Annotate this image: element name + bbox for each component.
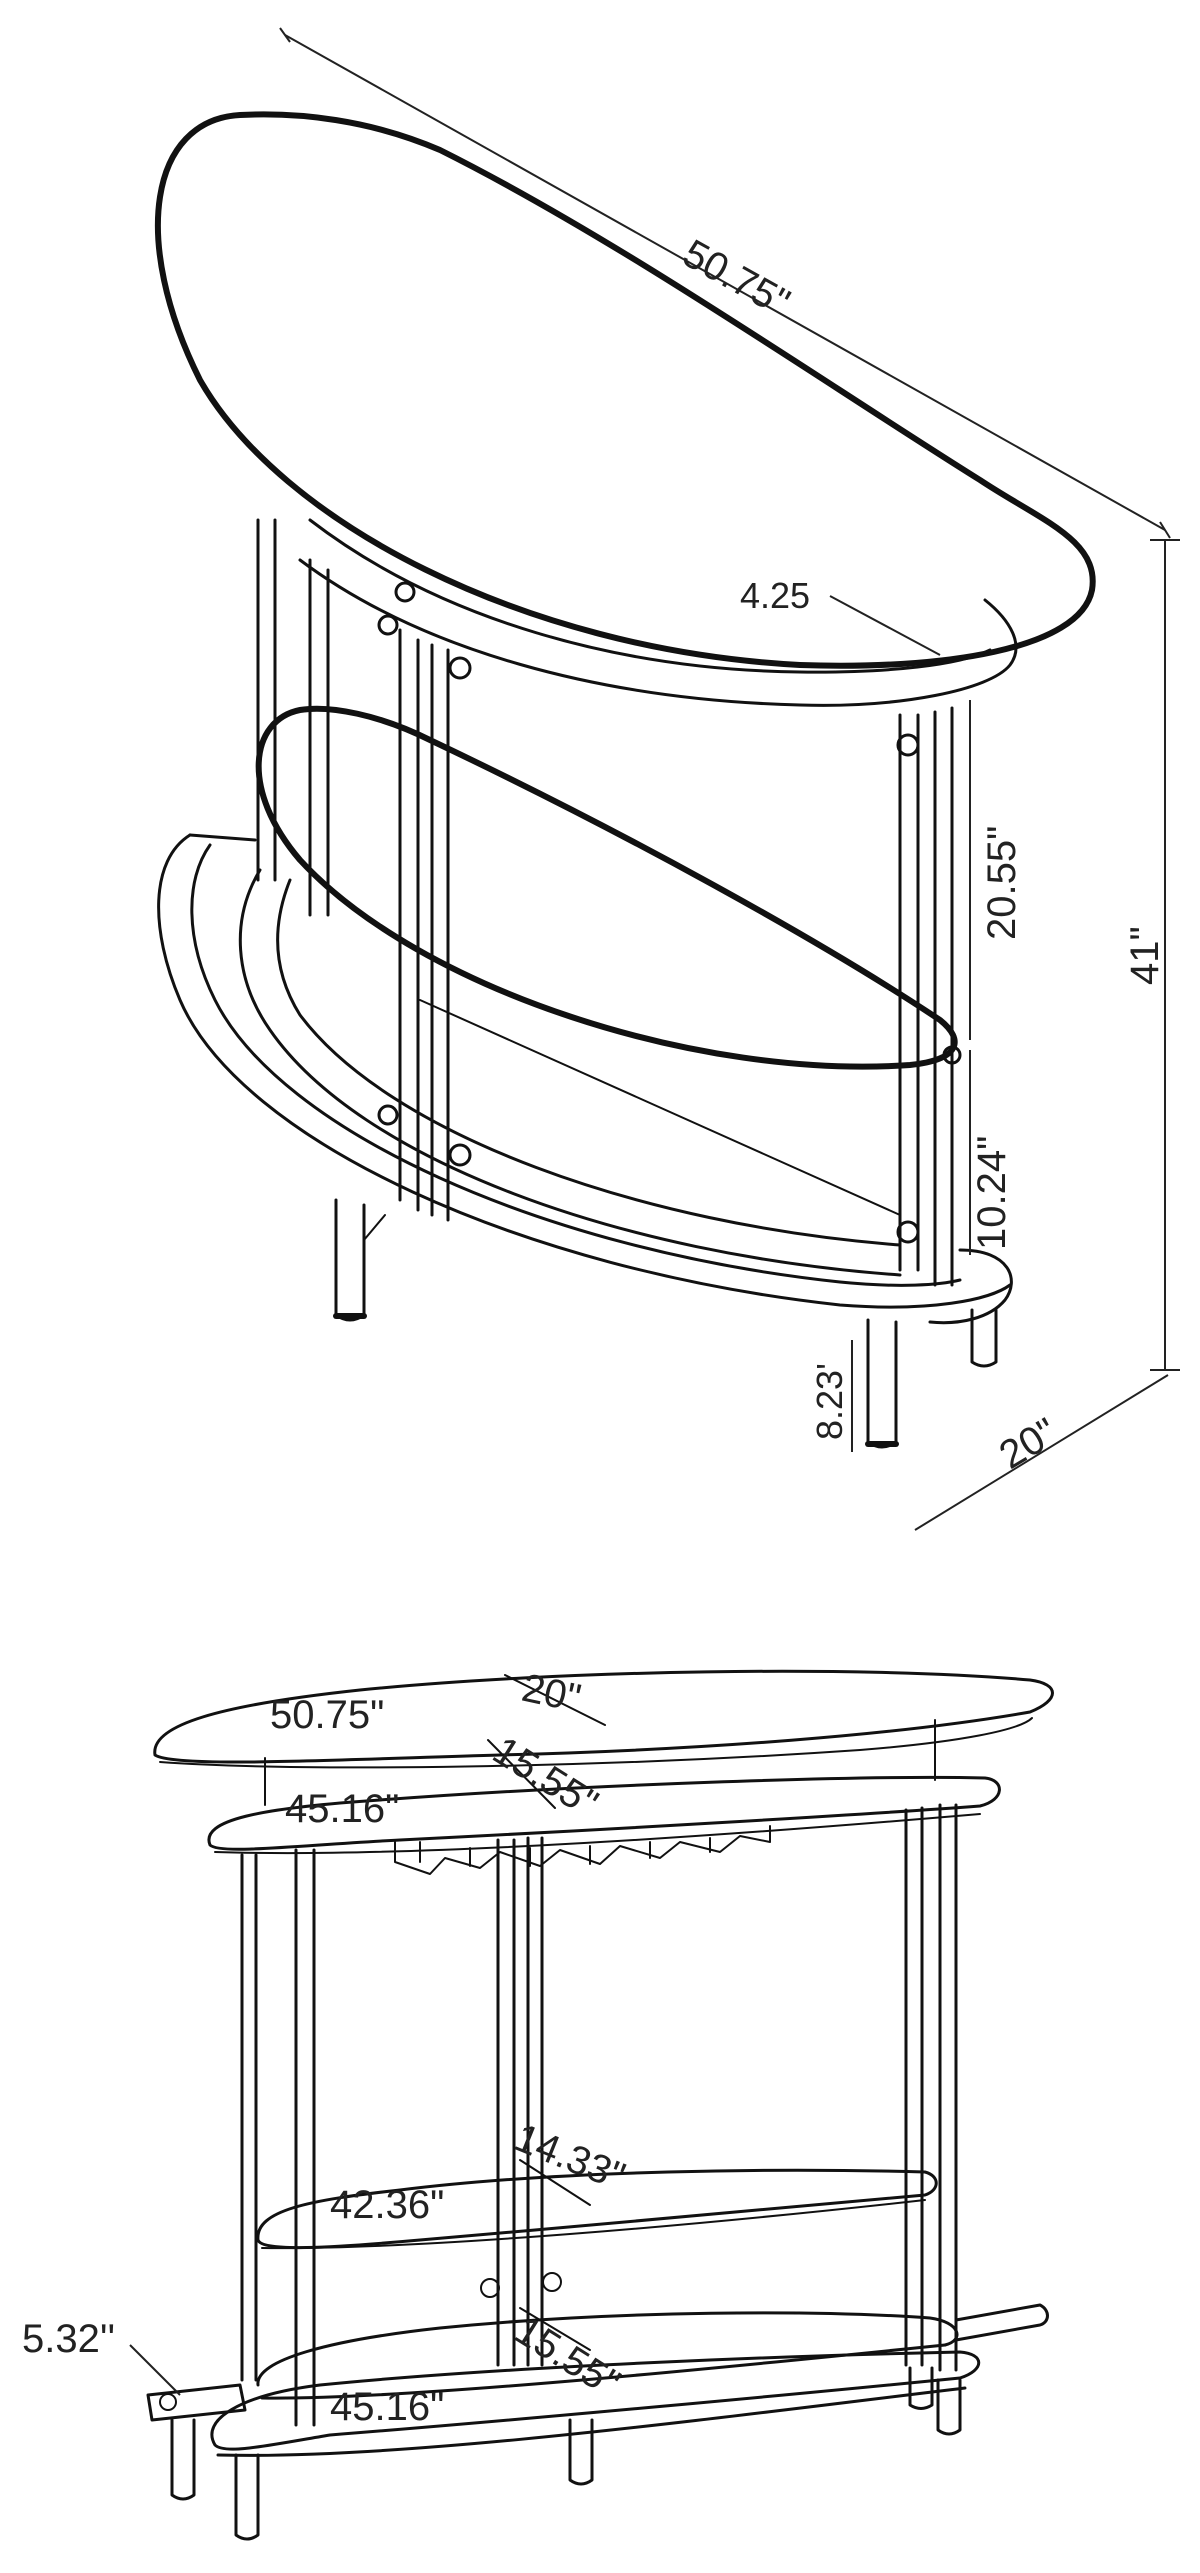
glass-rack-2 bbox=[419, 1837, 711, 1867]
front-middle-shelf bbox=[256, 2168, 938, 2250]
width-tick-right bbox=[1159, 521, 1171, 539]
footrest-label: 5.32'' bbox=[22, 2317, 115, 2361]
height-label: 41" bbox=[1123, 926, 1167, 985]
front-top-width-label: 50.75" bbox=[270, 1693, 384, 1737]
base-inner bbox=[276, 878, 902, 1247]
clip bbox=[377, 614, 399, 636]
middle-shelf-width-label: 42.36" bbox=[330, 2183, 444, 2227]
front-view: 50.75" 20" 45.16" 15.55" 42.36" 14.33" 4… bbox=[22, 1666, 1054, 2541]
depth-label: 20" bbox=[992, 1410, 1065, 1478]
width-label: 50.75" bbox=[676, 231, 797, 325]
middle-shelf bbox=[255, 705, 958, 1070]
base-outer bbox=[238, 868, 902, 1277]
depth-dimension-line bbox=[914, 1374, 1169, 1531]
clip bbox=[448, 1143, 472, 1167]
upper-shelf-depth-line bbox=[487, 1739, 556, 1809]
leg-brace bbox=[363, 1214, 386, 1241]
footrest-knob bbox=[159, 2393, 177, 2411]
middle-depth-line bbox=[519, 2159, 591, 2206]
upper-shelf-edge bbox=[214, 1813, 981, 1855]
leg-front bbox=[866, 1318, 898, 1449]
top-depth-line bbox=[504, 1674, 606, 1726]
front-middle-shelf-edge bbox=[261, 2199, 926, 2250]
front-base-edge bbox=[216, 2386, 967, 2457]
front-base bbox=[210, 2350, 981, 2451]
hook bbox=[480, 2278, 500, 2298]
shelf-edge-line bbox=[419, 999, 901, 1216]
footrest-leader bbox=[129, 2344, 181, 2396]
front-bottom-shelf bbox=[256, 2311, 959, 2387]
front-leg-right bbox=[908, 2366, 934, 2410]
base-right-end bbox=[928, 1248, 1013, 1325]
clip bbox=[896, 1220, 920, 1244]
footrest-end-left bbox=[188, 833, 257, 842]
bottom-depth-line bbox=[519, 2307, 591, 2351]
upper-gap-label: 20.55" bbox=[980, 826, 1024, 940]
bottom-shelf-width-label: 45.16" bbox=[330, 2385, 444, 2429]
leg-right bbox=[970, 1308, 998, 1368]
upper-shelf-width-label: 45.16" bbox=[285, 1787, 399, 1831]
width-dimension-line bbox=[284, 34, 1166, 531]
footrest-right bbox=[954, 2303, 1049, 2342]
width-tick-left bbox=[279, 27, 291, 43]
clip bbox=[377, 1104, 399, 1126]
hook bbox=[542, 2272, 562, 2292]
front-top-surface bbox=[153, 1669, 1054, 1764]
leg-height-label: 8.23' bbox=[809, 1363, 850, 1440]
table-top-outline bbox=[154, 111, 1096, 669]
front-top-edge bbox=[159, 1717, 1033, 1769]
upper-rim bbox=[298, 558, 1018, 707]
top-thickness-leader bbox=[829, 595, 941, 656]
upper-shelf bbox=[207, 1775, 1001, 1851]
footrest-outer bbox=[157, 833, 1012, 1309]
front-leg-left bbox=[234, 2453, 260, 2541]
bottom-shelf-depth-label: 15.55" bbox=[507, 2308, 627, 2406]
top-thickness-label: 4.25 bbox=[740, 575, 810, 616]
upper-shelf-depth-label: 15.55" bbox=[485, 1728, 605, 1826]
footrest-left bbox=[146, 2383, 247, 2422]
front-leg-far-left bbox=[170, 2418, 196, 2501]
footrest-mid bbox=[190, 843, 962, 1287]
clip bbox=[394, 581, 416, 603]
clip bbox=[896, 733, 920, 757]
front-leg-center bbox=[568, 2418, 594, 2486]
clip bbox=[448, 656, 472, 680]
leg-left bbox=[334, 1198, 366, 1322]
isometric-view: 50.75" 41" 20" 4.25 20.55" 10.24" 8.23' bbox=[154, 27, 1180, 1531]
glass-rack bbox=[394, 1825, 771, 1875]
lower-gap-label: 10.24" bbox=[970, 1136, 1014, 1250]
upper-rim-inner bbox=[308, 518, 992, 674]
front-leg-far-right bbox=[936, 2378, 962, 2436]
